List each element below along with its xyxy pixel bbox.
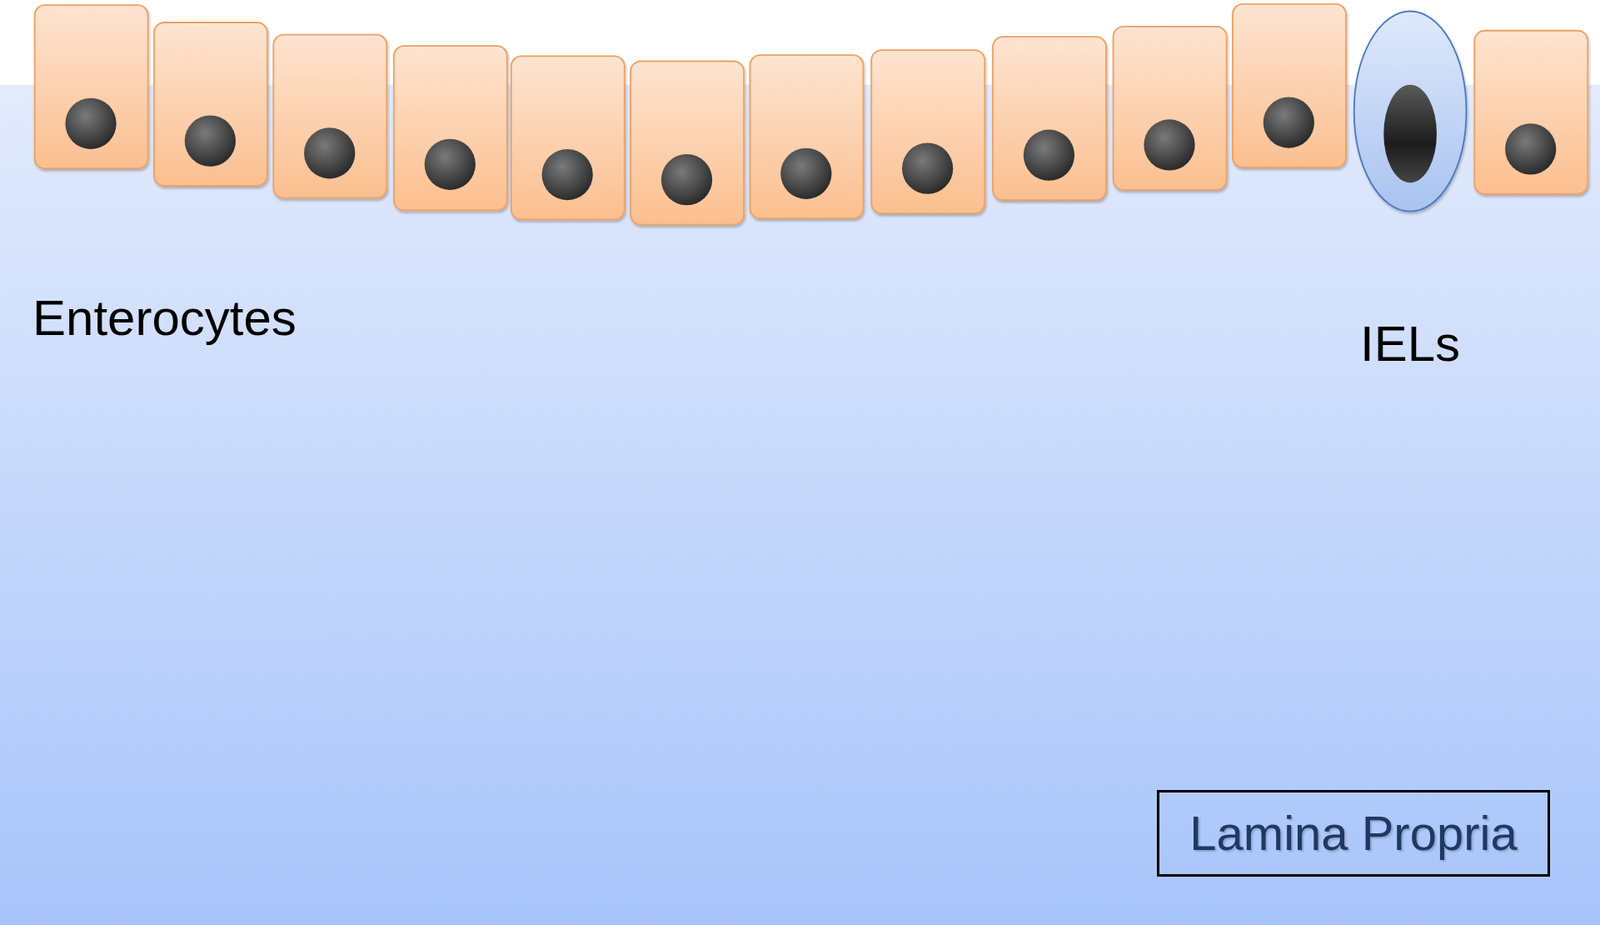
enterocyte: [992, 36, 1107, 200]
structure-label: IELs: [1360, 319, 1461, 369]
enterocyte: [1113, 26, 1227, 190]
enterocyte: [1474, 30, 1588, 195]
region-label: Lamina Propria: [1189, 808, 1517, 858]
enterocyte: [34, 4, 149, 169]
enterocyte: [511, 55, 625, 220]
enterocyte-row: [34, 4, 1589, 225]
enterocyte: [871, 49, 985, 214]
structure-label: Enterocytes: [32, 293, 297, 344]
enterocyte: [154, 22, 268, 186]
enterocyte: [1232, 4, 1346, 168]
enterocyte: [273, 34, 387, 199]
enterocyte: [749, 54, 863, 219]
region-box: Lamina Propria: [1156, 789, 1551, 877]
enterocyte: [393, 45, 508, 210]
enterocyte: [630, 61, 744, 225]
iel-cell: [1354, 10, 1467, 211]
